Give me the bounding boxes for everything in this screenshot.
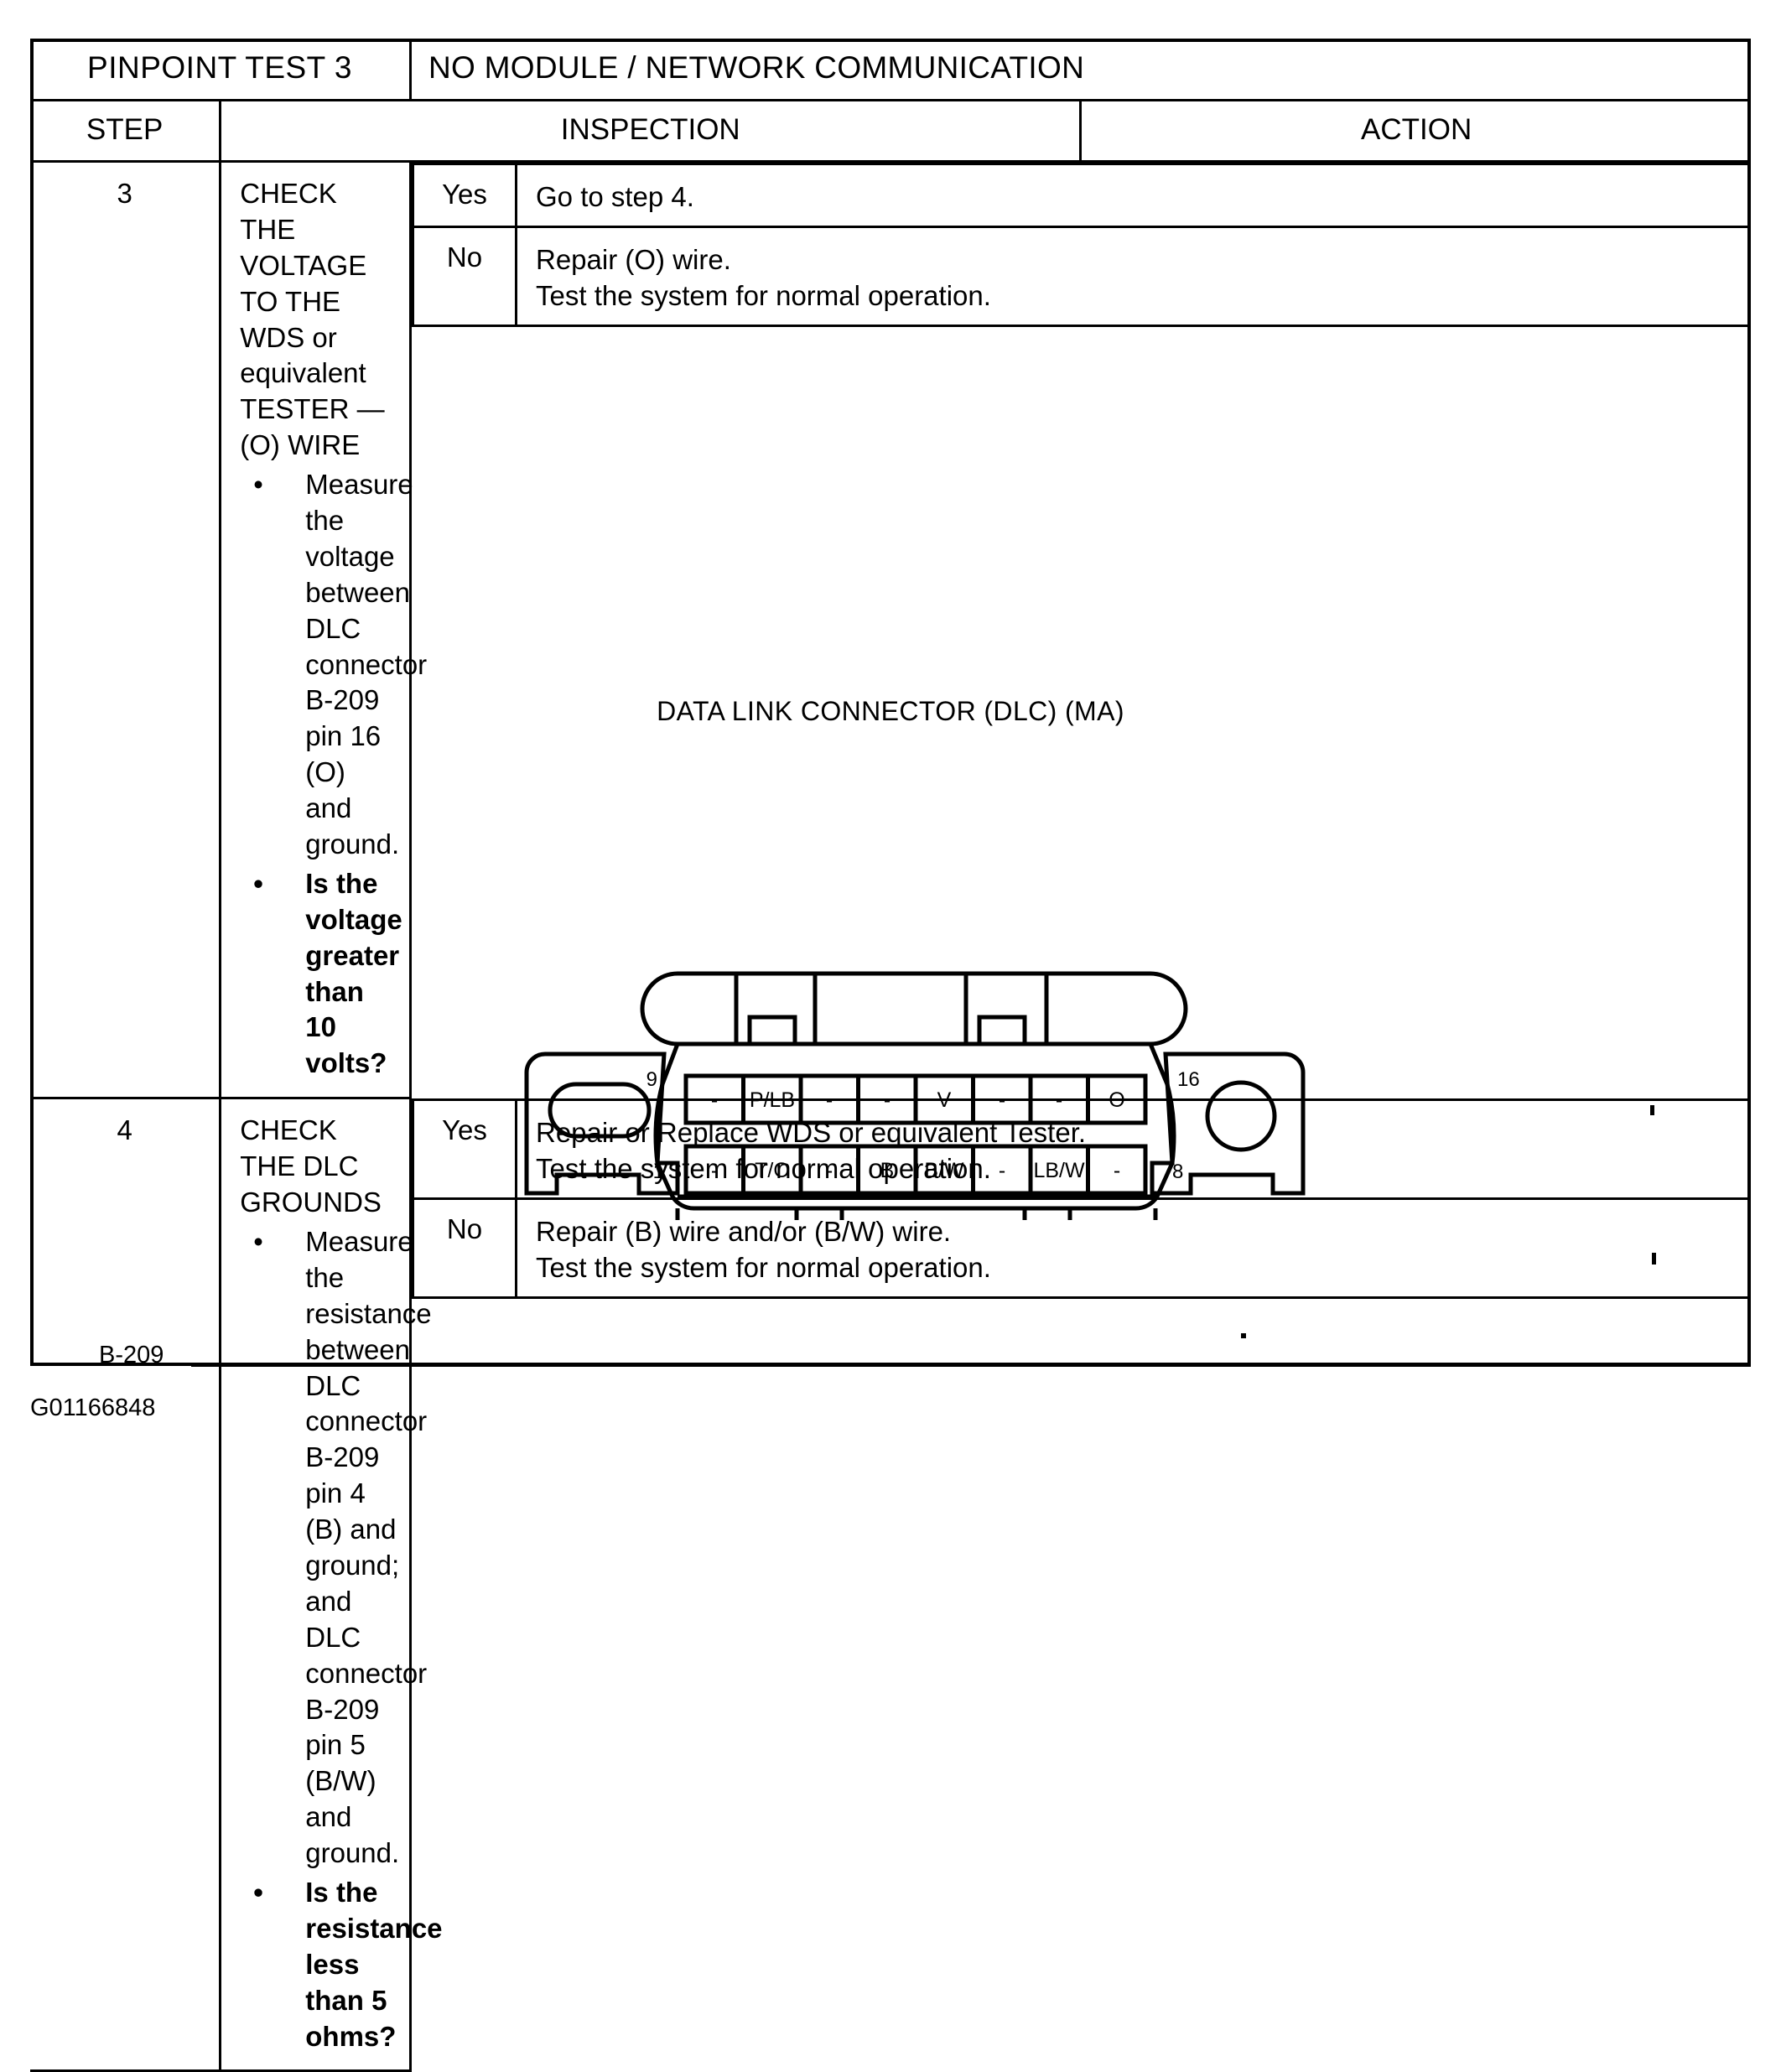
step-inspection: CHECK THE VOLTAGE TO THE WDS or equivale… <box>219 159 427 1100</box>
inspection-title: CHECK THE VOLTAGE TO THE WDS or equivale… <box>240 178 385 461</box>
pin-number-top-left: 9 <box>646 1068 657 1091</box>
pin-label: V <box>937 1088 952 1112</box>
pin-label: P/LB <box>750 1088 795 1112</box>
inspection-bullet-list: • Measure the resistance between DLC con… <box>240 1224 442 2054</box>
step-action-group: Yes Repair or Replace WDS or equivalent … <box>409 1098 1751 2071</box>
connector-top-shroud <box>640 971 1188 1046</box>
footer-connector-id: B-209 <box>99 1342 164 1368</box>
column-header-step: STEP <box>30 99 222 163</box>
list-item: • Is the voltage greater than 10 volts? <box>240 866 402 1082</box>
pinpoint-test-table: PINPOINT TEST 3 NO MODULE / NETWORK COMM… <box>30 39 1751 2072</box>
action-row-no: No Repair (B) wire and/or (B/W) wire. Te… <box>412 1197 1751 1299</box>
action-text-yes: Repair or Replace WDS or equivalent Test… <box>515 1098 1751 1200</box>
pin-label: - <box>826 1088 833 1112</box>
right-mount-hole <box>1205 1080 1277 1152</box>
diagram-caption: DATA LINK CONNECTOR (DLC) (MA) <box>657 696 1124 726</box>
scan-speck <box>1241 1333 1246 1338</box>
list-item: • Measure the resistance between DLC con… <box>240 1224 431 1872</box>
action-line: Repair (B) wire and/or (B/W) wire. <box>536 1215 952 1247</box>
pin-label: - <box>826 1159 833 1182</box>
pin-label: - <box>999 1088 1005 1112</box>
inspection-title: CHECK THE DLC GROUNDS <box>240 1114 382 1218</box>
action-line: Go to step 4. <box>536 181 694 212</box>
action-line: Test the system for normal operation. <box>536 1252 991 1284</box>
pin-label: - <box>1114 1159 1120 1182</box>
left-mount-slot <box>548 1082 652 1139</box>
column-header-action: ACTION <box>1079 99 1751 163</box>
action-text-no: Repair (O) wire. Test the system for nor… <box>515 225 1751 327</box>
answer-label-no: No <box>412 1197 517 1299</box>
pin-label: T/O <box>755 1159 790 1182</box>
bullet-dot-icon: • <box>253 1876 263 1908</box>
pin-label: - <box>711 1159 718 1182</box>
step-action-group: Yes Go to step 4. No Repair (O) wire. Te… <box>409 161 1751 1098</box>
pin-number-bottom-right: 8 <box>1172 1161 1183 1183</box>
latch-notch <box>977 1015 1027 1044</box>
bullet-dot-icon: • <box>253 469 263 501</box>
pin-number-top-right: 16 <box>1177 1068 1200 1091</box>
table-row: 4 CHECK THE DLC GROUNDS • Measure the re… <box>30 1097 1751 2072</box>
pin-number-labels: 9 16 1 8 <box>646 1068 1200 1183</box>
pin-label: - <box>1056 1088 1062 1112</box>
bottom-row-labels: - T/O - B B/W - LB/W - <box>711 1159 1120 1182</box>
answer-label-yes: Yes <box>412 1098 517 1200</box>
footer-figure-code: G01166848 <box>30 1394 156 1421</box>
pinpoint-test-label: PINPOINT TEST 3 <box>30 39 412 101</box>
bullet-text-question: Is the voltage greater than 10 volts? <box>305 867 402 1079</box>
right-mounting-ear <box>1150 1052 1306 1196</box>
pin-label: B/W <box>924 1159 964 1182</box>
action-text-no: Repair (B) wire and/or (B/W) wire. Test … <box>515 1197 1751 1299</box>
bullet-dot-icon: • <box>253 867 263 899</box>
inspection-bullet-list: • Measure the voltage between DLC connec… <box>240 467 427 1082</box>
pin-number-bottom-left: 1 <box>653 1161 664 1183</box>
answer-label-no: No <box>412 225 517 327</box>
bullet-text: Measure the voltage between DLC connecto… <box>305 469 428 860</box>
skirt-tab <box>794 1208 844 1220</box>
action-text-yes: Go to step 4. <box>515 163 1751 228</box>
action-line: Test the system for normal operation. <box>536 280 991 312</box>
left-mounting-ear <box>524 1052 680 1196</box>
footer-divider-line <box>191 1364 1751 1367</box>
latch-notch <box>747 1015 797 1044</box>
action-row-no: No Repair (O) wire. Test the system for … <box>412 225 1751 327</box>
scan-speck <box>1652 1253 1656 1264</box>
step-inspection: CHECK THE DLC GROUNDS • Measure the resi… <box>219 1097 443 2072</box>
step-number: 3 <box>30 159 222 1100</box>
step-number: 4 <box>30 1097 222 2072</box>
pin-label: LB/W <box>1033 1159 1085 1182</box>
list-item: • Measure the voltage between DLC connec… <box>240 467 427 863</box>
table-header-row: STEP INSPECTION ACTION <box>30 99 1751 163</box>
column-header-inspection: INSPECTION <box>219 99 1083 163</box>
pinpoint-test-name: NO MODULE / NETWORK COMMUNICATION <box>409 39 1751 101</box>
connector-body-outline <box>653 1043 1176 1211</box>
dlc-connector-diagram: - P/LB - - V - - O - T/O - B B/W - LB/W … <box>513 968 1318 1220</box>
pin-label: - <box>999 1159 1005 1182</box>
yes-no-action-table: Yes Go to step 4. No Repair (O) wire. Te… <box>412 163 1751 327</box>
table-row: 3 CHECK THE VOLTAGE TO THE WDS or equiva… <box>30 159 1751 1100</box>
pin-label: - <box>711 1088 718 1112</box>
action-row-yes: Yes Repair or Replace WDS or equivalent … <box>412 1098 1751 1200</box>
skirt-tab <box>1022 1208 1072 1220</box>
pin-label: O <box>1109 1088 1124 1112</box>
action-row-yes: Yes Go to step 4. <box>412 163 1751 228</box>
yes-no-action-table: Yes Repair or Replace WDS or equivalent … <box>412 1098 1751 1299</box>
top-row-labels: - P/LB - - V - - O <box>711 1088 1125 1112</box>
scan-speck <box>1650 1105 1654 1115</box>
answer-label-yes: Yes <box>412 163 517 228</box>
pin-label: - <box>884 1088 890 1112</box>
connector-svg: - P/LB - - V - - O - T/O - B B/W - LB/W … <box>524 971 1306 1220</box>
action-line: Repair (O) wire. <box>536 243 731 275</box>
pin-label: B <box>880 1159 895 1182</box>
bullet-dot-icon: • <box>253 1225 263 1257</box>
list-item: • Is the resistance less than 5 ohms? <box>240 1875 442 2054</box>
table-title-row: PINPOINT TEST 3 NO MODULE / NETWORK COMM… <box>30 39 1751 101</box>
